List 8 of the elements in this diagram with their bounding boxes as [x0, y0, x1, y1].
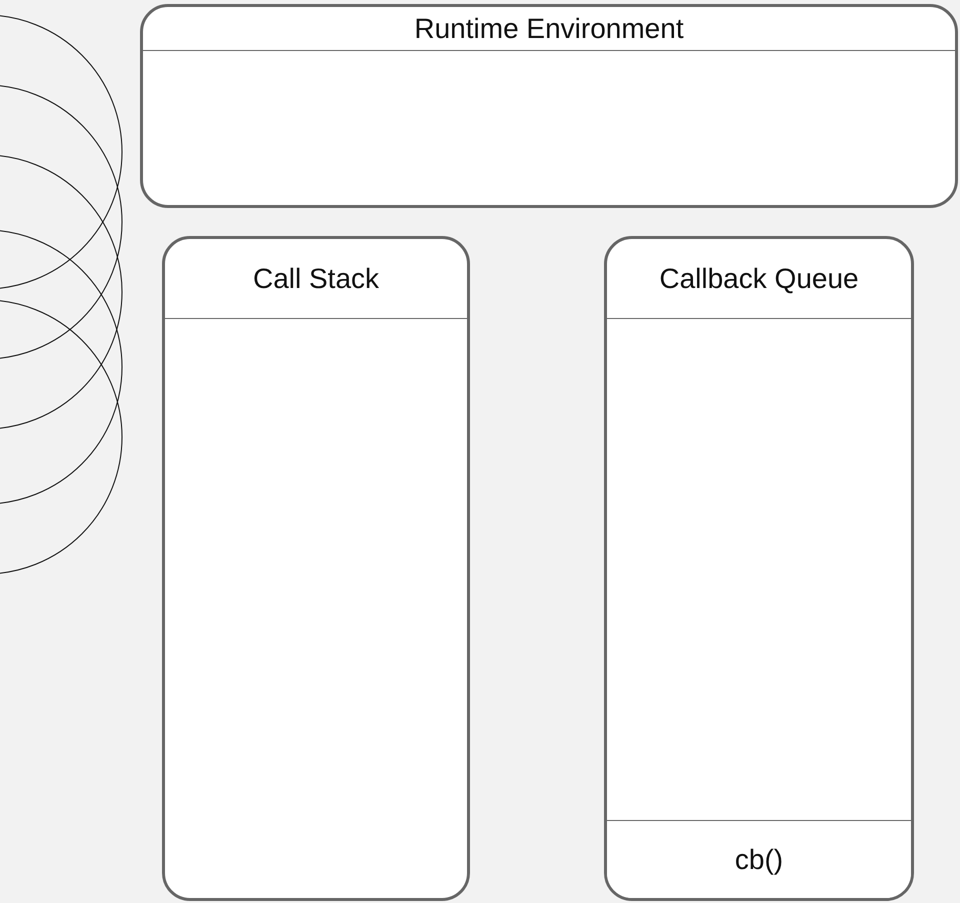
panel-title: Call Stack [252, 262, 380, 294]
queue-panel [604, 236, 914, 901]
panel-title: Runtime Environment [414, 12, 684, 44]
item-label: cb() [734, 844, 784, 876]
queue-item [607, 820, 911, 898]
stack-panel [162, 236, 470, 901]
environment-panel [140, 4, 958, 208]
panel-title: Callback Queue [659, 262, 859, 294]
